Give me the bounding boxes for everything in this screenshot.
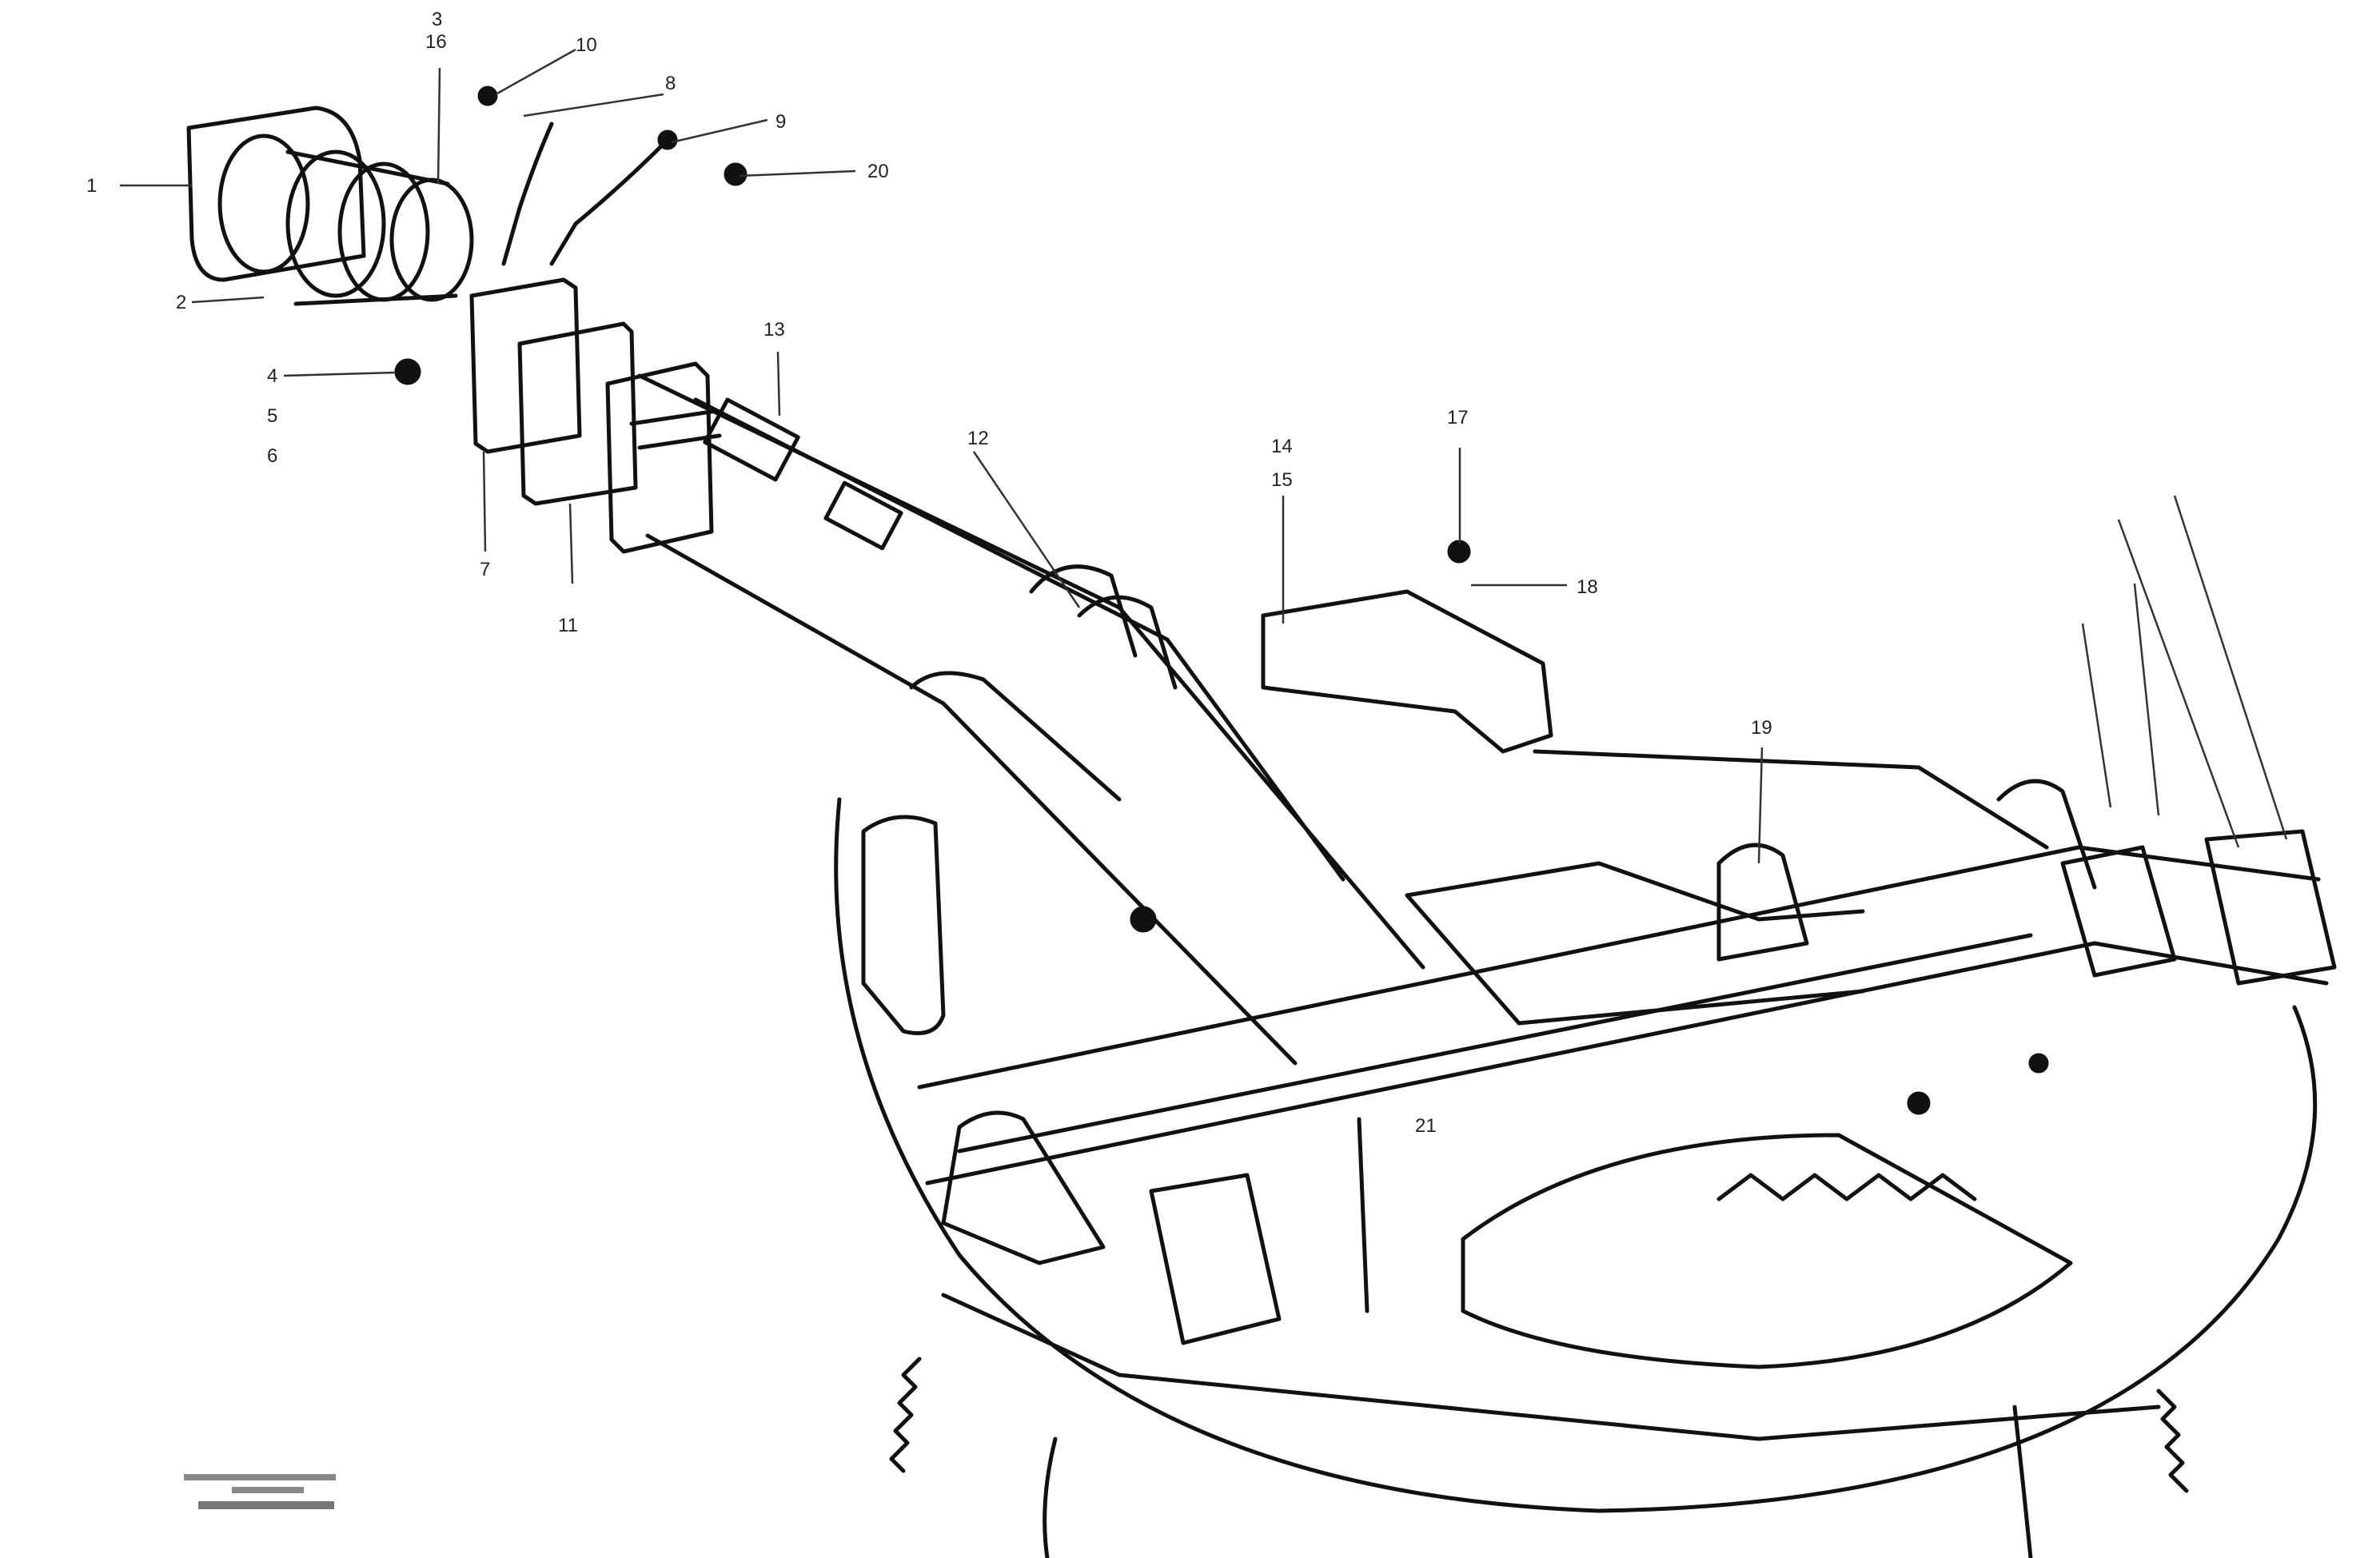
turntable-disc: [834, 797, 2318, 1558]
mounting-brackets: [469, 277, 722, 554]
callout-3: 3: [432, 9, 442, 30]
callout-19: 19: [1751, 717, 1772, 739]
callout-20: 20: [867, 161, 889, 182]
callout-10: 10: [576, 34, 597, 56]
callout-14: 14: [1271, 436, 1293, 457]
drawing-stamp: [184, 1474, 336, 1509]
callout-13: 13: [763, 319, 785, 341]
callout-7: 7: [480, 559, 490, 580]
callout-8: 8: [665, 73, 676, 94]
callout-1: 1: [86, 175, 97, 197]
main-frame: [861, 749, 2337, 1441]
callout-4: 4: [267, 365, 277, 387]
callout-labels: 1 2 3 4 5 6 7 8 9 10 11 12 13 14 15 16 1…: [86, 9, 1772, 1137]
callout-15: 15: [1271, 469, 1293, 491]
callout-11: 11: [558, 615, 578, 636]
callout-2: 2: [176, 292, 186, 313]
callout-21: 21: [1415, 1115, 1437, 1137]
arm-beam: [637, 373, 1425, 1066]
callout-16: 16: [425, 31, 447, 53]
callout-17: 17: [1447, 407, 1469, 428]
callout-6: 6: [267, 445, 277, 467]
callout-18: 18: [1577, 576, 1598, 598]
callout-12: 12: [967, 428, 989, 449]
upper-bracket: [1261, 540, 1553, 754]
callout-5: 5: [267, 405, 277, 427]
leader-lines: [120, 48, 2288, 864]
callout-9: 9: [775, 111, 786, 133]
lamp-assembly: [186, 86, 747, 385]
